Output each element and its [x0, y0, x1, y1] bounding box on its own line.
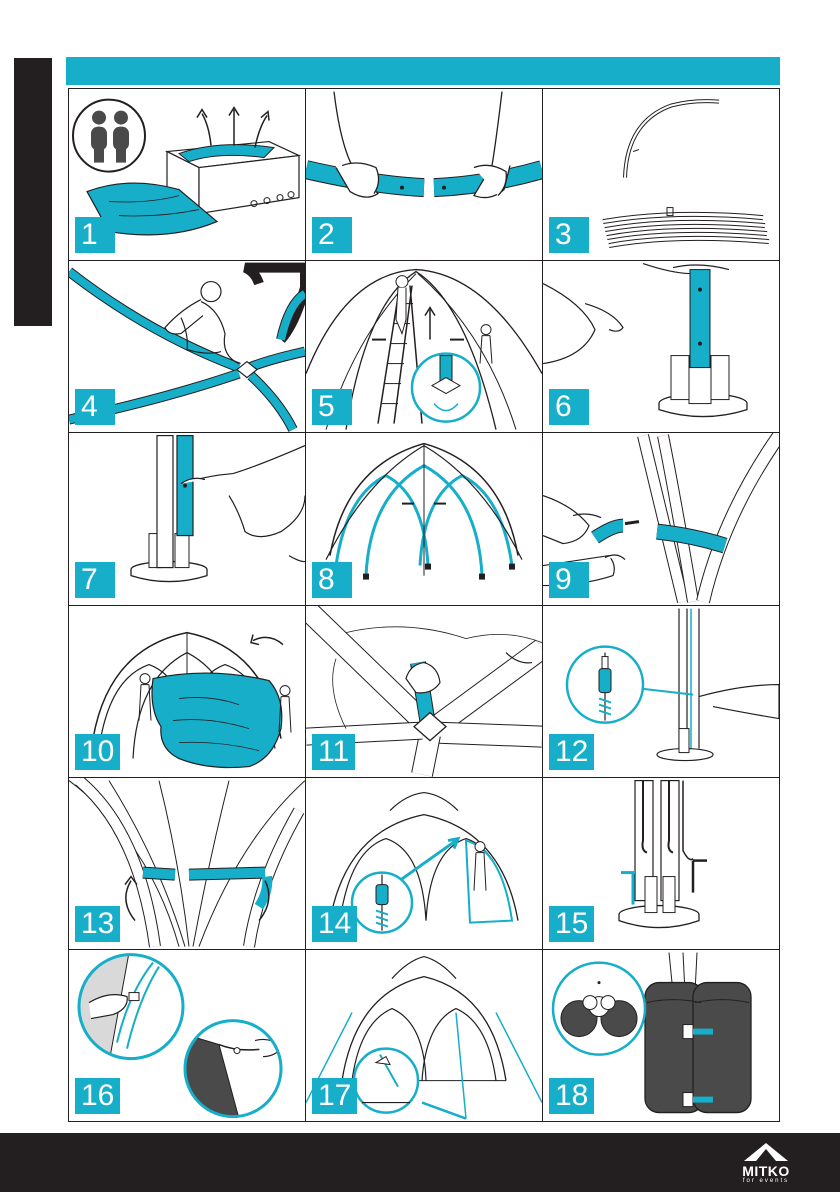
step-number: 4 [75, 389, 115, 425]
step-panel-18: 18 [543, 950, 780, 1122]
step-number: 1 [75, 217, 115, 253]
step-number: 18 [549, 1078, 594, 1114]
step-panel-17: 17 [306, 950, 543, 1122]
step-panel-3: 3 [543, 89, 780, 261]
step-number: 9 [549, 562, 589, 598]
step-panel-16: 16 [69, 950, 306, 1122]
header-bar [66, 57, 780, 85]
step-panel-1: 1 [69, 89, 306, 261]
step-panel-14: 14 [306, 778, 543, 950]
step-number: 2 [312, 217, 352, 253]
step-panel-15: 15 [543, 778, 780, 950]
step-number: 11 [312, 734, 355, 770]
step-number: 3 [549, 217, 589, 253]
tent-logo-icon [736, 1141, 796, 1163]
side-tab [14, 58, 52, 326]
step-number: 17 [312, 1078, 357, 1114]
step-number: 6 [549, 389, 589, 425]
step-number: 8 [312, 562, 352, 598]
step-panel-6: 6 [543, 261, 780, 433]
step-panel-5: 5 [306, 261, 543, 433]
step-number: 12 [549, 734, 594, 770]
step-number: 7 [75, 562, 115, 598]
step-panel-8: 8 [306, 433, 543, 605]
step-number: 14 [312, 906, 357, 942]
footer-bar: MITKO for events [0, 1133, 840, 1192]
mitko-logo: MITKO for events [736, 1141, 796, 1187]
step-number: 13 [75, 906, 120, 942]
step-panel-13: 13 [69, 778, 306, 950]
step-number: 15 [549, 906, 594, 942]
brand-name: MITKO [736, 1163, 796, 1179]
step-panel-10: 10 [69, 606, 306, 778]
instruction-grid: 1 2 [68, 88, 780, 1122]
step-panel-7: 7 [69, 433, 306, 605]
step-panel-12: 12 [543, 606, 780, 778]
step-number: 16 [75, 1078, 120, 1114]
step-panel-2: 2 [306, 89, 543, 261]
step-panel-4: 4 [69, 261, 306, 433]
brand-tagline: for events [736, 1178, 796, 1184]
step-number: 5 [312, 389, 352, 425]
step-panel-11: 11 [306, 606, 543, 778]
step-panel-9: 9 [543, 433, 780, 605]
step-number: 10 [75, 734, 120, 770]
